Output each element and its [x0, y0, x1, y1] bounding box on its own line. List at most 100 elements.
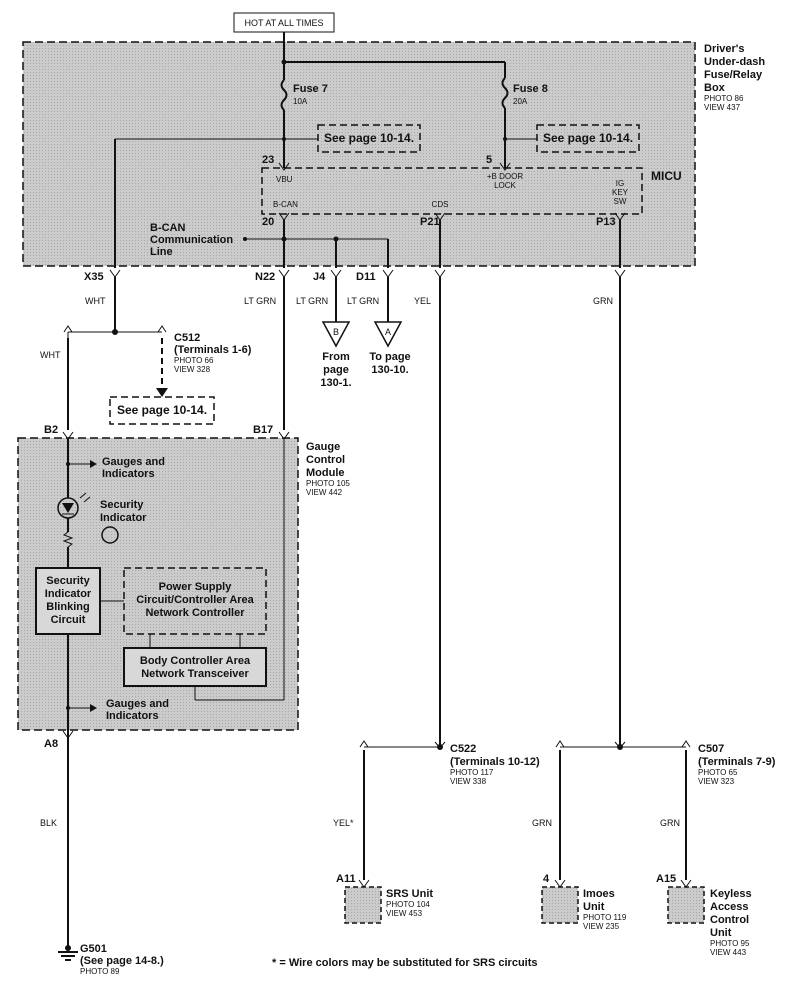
svg-text:SW: SW [614, 197, 627, 206]
fuse-box-outline [22, 41, 696, 267]
svg-text:To page: To page [369, 351, 410, 363]
connector-j4: J4 [313, 271, 326, 283]
svg-text:Communication: Communication [150, 234, 233, 246]
svg-text:See page 10-14.: See page 10-14. [324, 131, 414, 145]
bcan-communication-label: B-CAN Communication Line [150, 222, 233, 258]
svg-text:Indicators: Indicators [102, 468, 155, 480]
connector-c512: C512 (Terminals 1-6) PHOTO 66 VIEW 328 [174, 332, 252, 374]
svg-text:B: B [333, 327, 339, 337]
svg-text:VIEW 235: VIEW 235 [583, 922, 620, 931]
svg-text:C507: C507 [698, 743, 724, 755]
svg-text:KEY: KEY [612, 188, 629, 197]
micu-cds: CDS [432, 200, 449, 209]
micu-name: MICU [651, 169, 682, 183]
micu-module: MICU 23 5 VBU +B DOOR LOCK IG KEY SW B-C… [261, 154, 682, 228]
svg-text:Body Controller Area: Body Controller Area [140, 655, 251, 667]
footnote: * = Wire colors may be substituted for S… [272, 957, 538, 969]
svg-text:Control: Control [710, 914, 749, 926]
svg-text:Module: Module [306, 467, 345, 479]
svg-text:Security: Security [46, 575, 90, 587]
svg-text:PHOTO 119: PHOTO 119 [583, 913, 627, 922]
wire-grn-3: GRN [660, 818, 680, 828]
connector-x35: X35 [84, 271, 104, 283]
svg-text:VIEW 323: VIEW 323 [698, 777, 735, 786]
fuse-box-photo: PHOTO 86 [704, 94, 744, 103]
keyless-access-control-unit: Keyless Access Control Unit PHOTO 95 VIE… [667, 886, 752, 957]
see-page-c512[interactable]: See page 10-14. [109, 396, 215, 425]
svg-text:Imoes: Imoes [583, 888, 615, 900]
fuse-7-rating: 10A [293, 97, 308, 106]
svg-text:Fuse/Relay: Fuse/Relay [704, 69, 763, 81]
fuse-box-title: Driver's Under-dash Fuse/Relay Box PHOTO… [704, 43, 765, 112]
gauge-module-title: Gauge Control Module PHOTO 105 VIEW 442 [306, 441, 350, 497]
connector-a15: A15 [656, 873, 676, 885]
connector-pin-4: 4 [543, 873, 550, 885]
svg-text:(See page 14-8.): (See page 14-8.) [80, 955, 164, 967]
svg-text:(Terminals 7-9): (Terminals 7-9) [698, 756, 776, 768]
svg-text:Box: Box [704, 82, 726, 94]
wire-wht-2: WHT [40, 350, 61, 360]
offpage-connector-b[interactable]: B From page 130-1. [320, 321, 352, 389]
svg-text:Gauges and: Gauges and [102, 456, 165, 468]
svg-text:Driver's: Driver's [704, 43, 745, 55]
svg-text:Circuit: Circuit [51, 614, 86, 626]
hot-at-all-times-box: HOT AT ALL TIMES [233, 12, 335, 33]
svg-text:VIEW 328: VIEW 328 [174, 365, 211, 374]
wire-grn: GRN [593, 296, 613, 306]
svg-text:Circuit/Controller Area: Circuit/Controller Area [136, 594, 254, 606]
svg-text:130-1.: 130-1. [320, 377, 351, 389]
svg-text:SRS Unit: SRS Unit [386, 888, 433, 900]
svg-text:page: page [323, 364, 349, 376]
svg-text:Access: Access [710, 901, 749, 913]
wire-yel: YEL [414, 296, 431, 306]
gauges-indicators-top: Gauges and Indicators [102, 456, 165, 480]
gauges-indicators-bottom: Gauges and Indicators [106, 698, 169, 722]
svg-text:LOCK: LOCK [494, 181, 516, 190]
svg-text:B-CAN: B-CAN [150, 222, 185, 234]
ground-g501-icon [58, 945, 78, 961]
micu-pin-p13: P13 [596, 216, 616, 228]
imoes-unit: Imoes Unit PHOTO 119 VIEW 235 [541, 886, 627, 931]
micu-pin-5: 5 [486, 154, 492, 166]
svg-text:Gauges and: Gauges and [106, 698, 169, 710]
svg-text:VIEW 453: VIEW 453 [386, 909, 423, 918]
connector-a11: A11 [336, 873, 356, 885]
svg-text:Indicators: Indicators [106, 710, 159, 722]
svg-text:Unit: Unit [583, 901, 605, 913]
svg-text:Power Supply: Power Supply [159, 581, 233, 593]
svg-text:PHOTO 65: PHOTO 65 [698, 768, 738, 777]
svg-text:Keyless: Keyless [710, 888, 752, 900]
security-blinking-circuit: Security Indicator Blinking Circuit [35, 567, 101, 635]
srs-unit: SRS Unit PHOTO 104 VIEW 453 [344, 886, 433, 924]
svg-text:PHOTO 104: PHOTO 104 [386, 900, 430, 909]
svg-text:Control: Control [306, 454, 345, 466]
wire-ltgrn-3: LT GRN [347, 296, 379, 306]
connector-d11: D11 [356, 271, 376, 283]
svg-text:Security: Security [100, 499, 144, 511]
connector-row: X35 N22 J4 D11 [84, 271, 376, 283]
micu-bcan: B-CAN [273, 200, 298, 209]
svg-text:VIEW 443: VIEW 443 [710, 948, 747, 957]
svg-text:IG: IG [616, 179, 624, 188]
svg-text:PHOTO 95: PHOTO 95 [710, 939, 750, 948]
svg-text:Indicator: Indicator [45, 588, 92, 600]
connector-a8: A8 [44, 738, 58, 750]
svg-text:130-10.: 130-10. [371, 364, 408, 376]
micu-pin-23: 23 [262, 154, 274, 166]
svg-text:Blinking: Blinking [46, 601, 89, 613]
connector-b17: B17 [253, 424, 273, 436]
connector-c507: C507 (Terminals 7-9) PHOTO 65 VIEW 323 [698, 743, 776, 786]
svg-text:VIEW 338: VIEW 338 [450, 777, 487, 786]
offpage-connector-a[interactable]: A To page 130-10. [369, 321, 411, 376]
hot-label: HOT AT ALL TIMES [244, 18, 323, 28]
security-indicator-label: Security Indicator [100, 499, 147, 524]
wire-wht-1: WHT [85, 296, 106, 306]
svg-text:C512: C512 [174, 332, 200, 344]
security-indicator-lamp-icon [101, 526, 119, 544]
svg-text:+B DOOR: +B DOOR [487, 172, 523, 181]
wire-grn-2: GRN [532, 818, 552, 828]
ground-label: G501 (See page 14-8.) PHOTO 89 [80, 943, 164, 976]
wire-ltgrn-2: LT GRN [296, 296, 328, 306]
fuse-8-rating: 20A [513, 97, 528, 106]
